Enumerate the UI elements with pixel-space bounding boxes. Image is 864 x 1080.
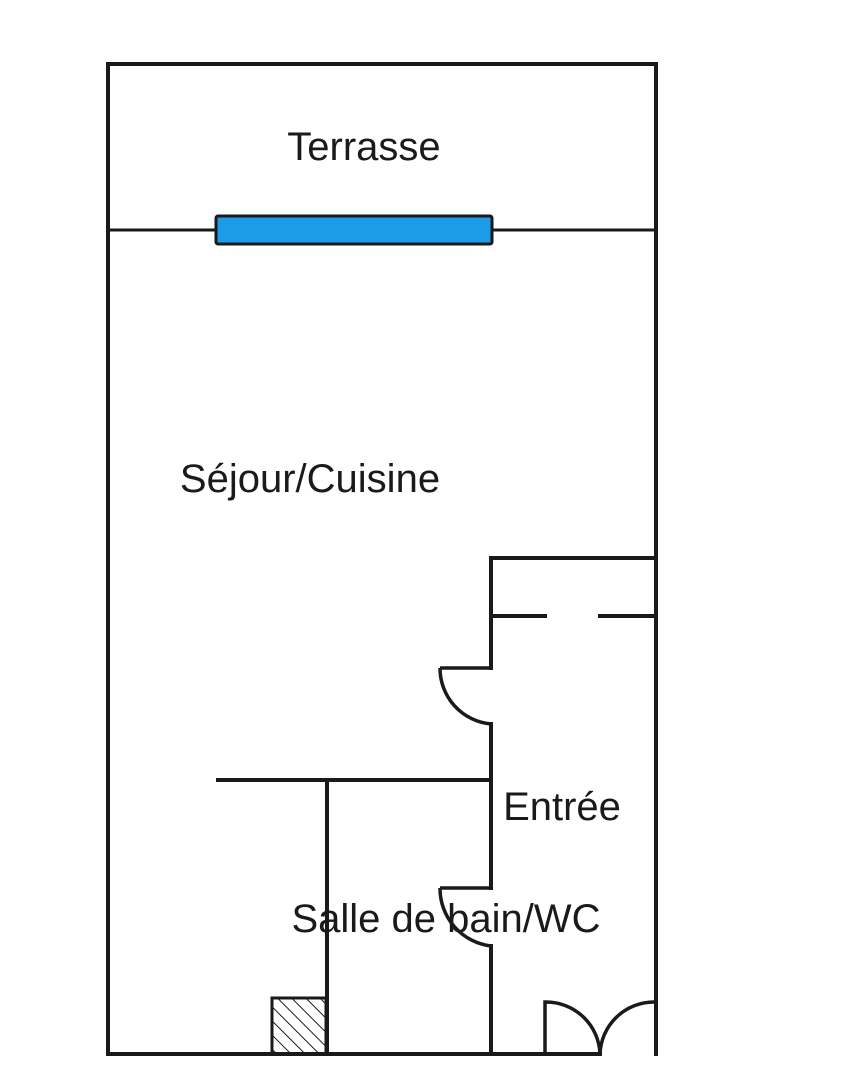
room-label-salle-de-bain: Salle de bain/WC xyxy=(291,897,600,941)
hatched-duct-icon xyxy=(270,996,328,1056)
room-label-sejour: Séjour/Cuisine xyxy=(180,457,440,501)
window-icon xyxy=(214,214,494,246)
door-icon xyxy=(438,886,492,948)
door-icon xyxy=(543,1000,655,1055)
room-label-entree: Entrée xyxy=(503,785,621,829)
room-label-terrasse: Terrasse xyxy=(287,125,440,169)
closet-walls xyxy=(489,556,658,670)
door-icon xyxy=(438,666,492,726)
